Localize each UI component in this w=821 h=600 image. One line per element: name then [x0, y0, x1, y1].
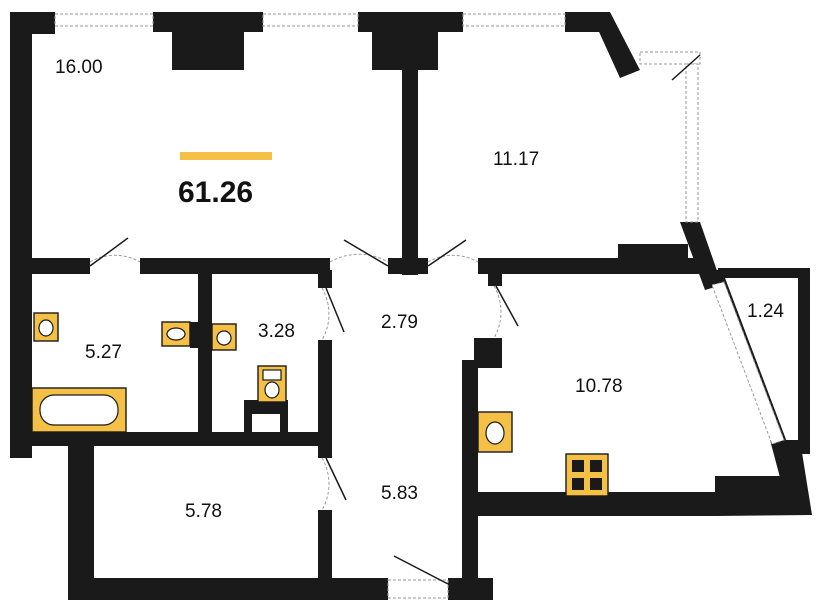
door-living-swing	[329, 253, 389, 263]
wall-hall-kitchen-mid	[474, 338, 502, 368]
wall-loggia-top	[718, 268, 810, 278]
wall-bottom-hall-right	[448, 578, 493, 600]
wall-toilet-hall-top	[318, 270, 332, 288]
windows	[54, 13, 785, 445]
wall-top-pier-2-notch	[372, 28, 438, 70]
window-bedroom-3	[685, 63, 699, 223]
window-living-2	[262, 13, 359, 27]
window-living-1	[54, 13, 154, 27]
kitchen-sink-icon	[477, 411, 513, 453]
room-kitchen-area: 10.78	[575, 376, 623, 397]
door-kitchen-swing	[493, 285, 502, 339]
room-hall-upper-area: 2.79	[381, 312, 418, 333]
wall-top-pier-1-notch	[172, 28, 244, 70]
wall-bath-toilet	[198, 270, 212, 435]
wall-top-pier-2	[358, 12, 463, 32]
wall-storage-left	[68, 440, 94, 600]
toilet-box-right	[280, 400, 288, 435]
room-loggia-area: 1.24	[747, 301, 784, 322]
wall-left-outer	[10, 28, 32, 458]
total-area-accent-bar	[180, 152, 272, 160]
door-bathroom-leaf	[89, 237, 129, 267]
wall-mid-2	[140, 258, 330, 274]
door-bedroom-leaf	[427, 239, 467, 267]
toilet-icon	[257, 365, 287, 403]
door-entrance-frame	[387, 579, 449, 599]
door-storage-leaf	[325, 457, 347, 501]
door-bedroom-swing	[427, 254, 479, 263]
toilet-box-left	[244, 400, 252, 435]
window-loggia	[711, 281, 785, 445]
door-kitchen-leaf	[495, 285, 519, 327]
wall-hall-kitchen-top	[488, 270, 502, 286]
wall-loggia-bottom	[770, 440, 812, 515]
toilet-sink-icon	[211, 323, 237, 351]
total-area: 61.26	[178, 176, 253, 209]
room-toilet-area: 3.28	[258, 321, 295, 342]
fixtures	[31, 312, 609, 497]
wall-mid-4	[478, 258, 708, 274]
wall-bottom-left	[68, 578, 388, 600]
door-toilet-swing	[321, 287, 330, 341]
toilet-box-top	[244, 400, 288, 414]
bathroom-sink-icon	[33, 312, 59, 342]
wall-top-pier-1	[153, 12, 263, 32]
wall-diagonal-top	[590, 12, 640, 78]
window-bedroom-2	[639, 51, 701, 65]
room-living-area: 16.00	[55, 57, 103, 78]
wall-mid-3	[388, 258, 428, 274]
door-entrance-leaf	[393, 555, 449, 585]
wall-hall-kitchen	[462, 360, 478, 582]
room-hall-lower-area: 5.83	[381, 483, 418, 504]
wall-storage-hall-bottom	[318, 510, 332, 582]
doors	[89, 54, 701, 599]
door-bathroom-swing	[89, 254, 141, 263]
bathtub-icon	[31, 387, 127, 433]
wall-toilet-hall-bottom	[318, 340, 332, 448]
wall-lower-mid	[30, 432, 330, 446]
room-bedroom-area: 11.17	[493, 149, 539, 170]
window-bedroom-1	[462, 13, 566, 27]
room-storage-area: 5.78	[185, 501, 222, 522]
door-toilet-leaf	[325, 287, 345, 333]
wall-top-left-corner	[10, 12, 55, 34]
wall-mid-1	[30, 258, 90, 274]
door-bedroom-window-leaf	[671, 54, 701, 81]
wall-loggia-right	[798, 268, 810, 454]
wall-storage-hall-top	[318, 446, 332, 458]
stove-icon	[565, 453, 609, 497]
wall-living-bedroom	[402, 70, 418, 275]
room-bathroom-area: 5.27	[85, 342, 122, 363]
door-living-leaf	[343, 239, 389, 267]
washing-machine-sink-icon	[161, 321, 200, 348]
door-storage-swing	[321, 457, 330, 511]
